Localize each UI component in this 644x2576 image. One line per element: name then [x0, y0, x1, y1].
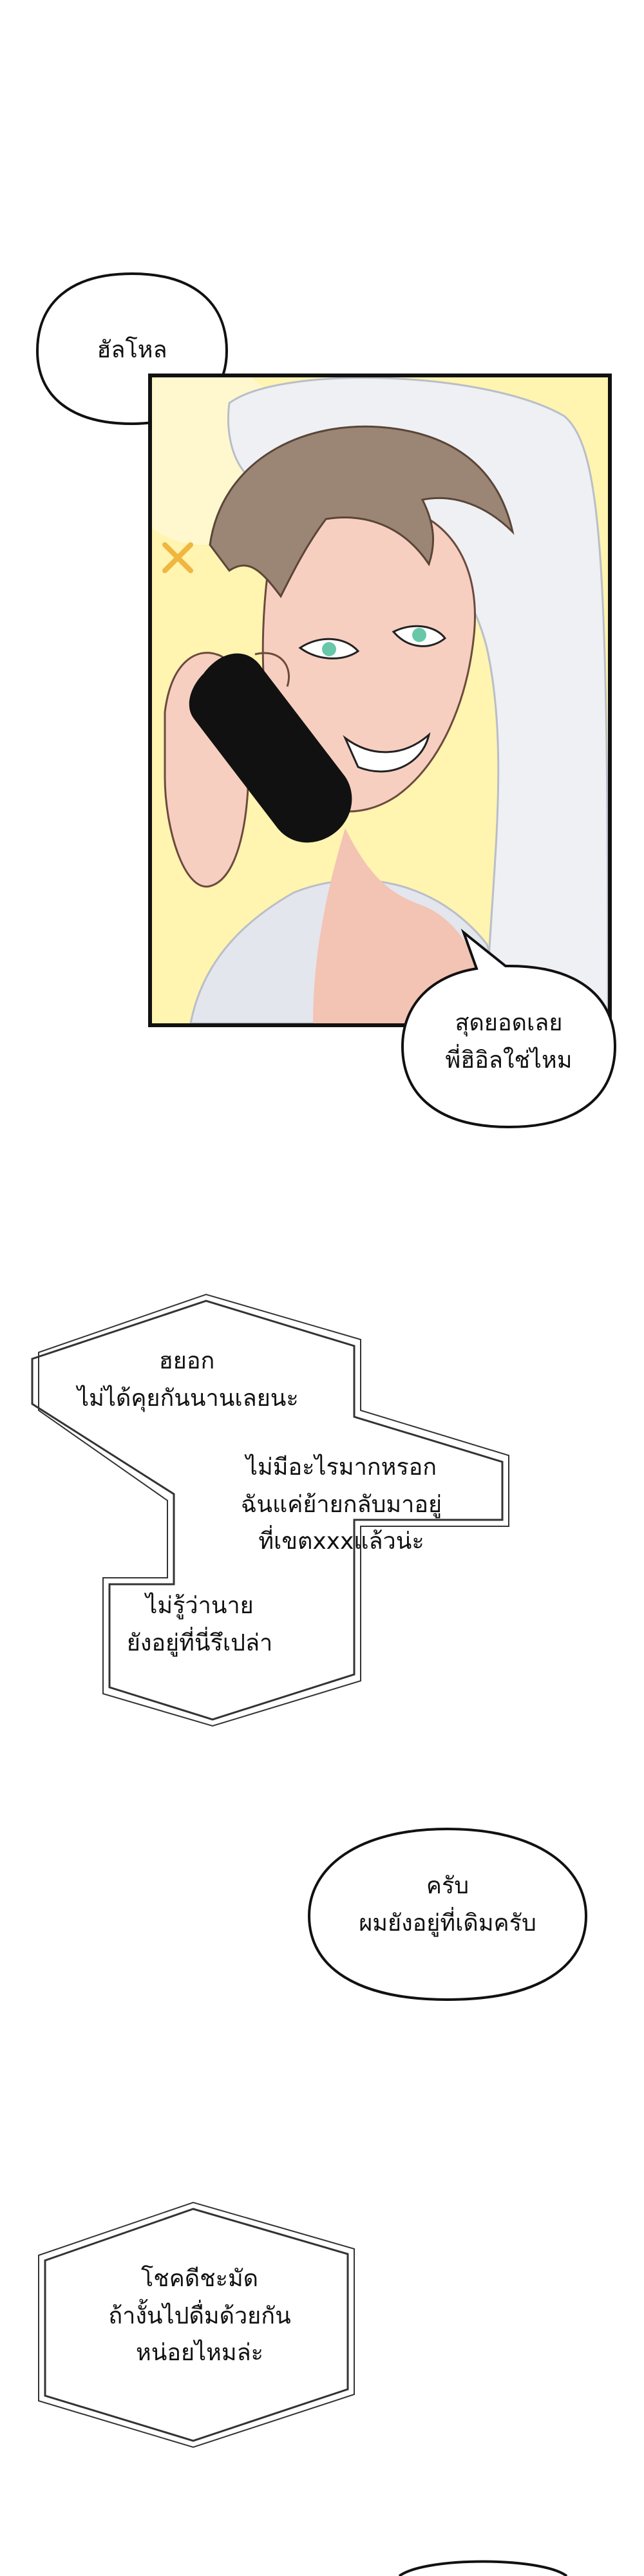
bubble-line: ผมยังอยู่ที่เดิมครับ: [359, 1909, 536, 1937]
narration-line: ไม่รู้ว่านาย: [146, 1593, 254, 1619]
narration-line: ที่เขตxxxแล้วน่ะ: [258, 1528, 424, 1555]
speech-bubble-awesome-text: สุดยอดเลย พี่ฮิอิลใช่ไหม: [393, 1005, 625, 1079]
speech-bubble-partial: [398, 2560, 568, 2576]
speech-bubble-hello-text: ฮัลโหล: [26, 332, 238, 369]
narration-line: ไม่มีอะไรมากหรอก: [245, 1454, 437, 1481]
narration-box-long-time-text-3: ไม่รู้ว่านาย ยังอยู่ที่นี่รึเปล่า: [97, 1587, 303, 1662]
bubble-line: ครับ: [426, 1873, 469, 1899]
narration-line: ฮยอก: [158, 1348, 215, 1374]
narration-box-lucky-text: โชคดีชะมัด ถ้างั้นไปดื่มด้วยกัน หน่อยไหม…: [58, 2260, 341, 2372]
bubble-line: ฮัลโหล: [97, 337, 167, 363]
character-illustration: [152, 377, 608, 1023]
narration-line: ยังอยู่ที่นี่รึเปล่า: [126, 1629, 273, 1656]
narration-line: ถ้างั้นไปดื่มด้วยกัน: [108, 2302, 291, 2329]
narration-box-long-time-text-1: ฮยอก ไม่ได้คุยกันนานเลยนะ: [77, 1343, 299, 1417]
narration-line: หน่อยไหมล่ะ: [135, 2340, 264, 2367]
narration-line: ฉันแค่ย้ายกลับมาอยู่: [240, 1491, 442, 1518]
bubble-line: สุดยอดเลย: [455, 1010, 563, 1036]
narration-box-long-time: [31, 1293, 509, 1727]
narration-box-long-time-text-2: ไม่มีอะไรมากหรอก ฉันแค่ย้ายกลับมาอยู่ ที…: [219, 1449, 464, 1560]
comic-panel-phone-call: [148, 374, 612, 1027]
narration-line: โชคดีชะมัด: [140, 2266, 259, 2292]
speech-bubble-awesome: [401, 929, 617, 1129]
speech-bubble-yes-text: ครับ ผมยังอยู่ที่เดิมครับ: [299, 1868, 596, 1942]
narration-box-lucky: [38, 2201, 355, 2448]
bubble-line: พี่ฮิอิลใช่ไหม: [445, 1046, 573, 1074]
speech-bubble-yes: [307, 1827, 588, 2002]
narration-line: ไม่ได้คุยกันนานเลยนะ: [77, 1385, 299, 1412]
